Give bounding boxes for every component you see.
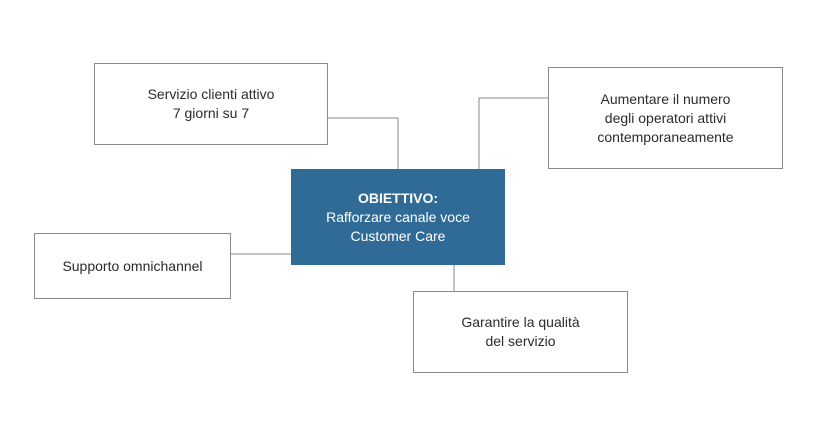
node-supporto-omnichannel-text: Supporto omnichannel	[62, 257, 203, 274]
central-objective-box: OBIETTIVO: Rafforzare canale voce Custom…	[291, 169, 505, 265]
node-aumentare-operatori: Aumentare il numero degli operatori atti…	[548, 67, 783, 169]
objective-text: Rafforzare canale voce Customer Care	[326, 208, 470, 244]
node-aumentare-operatori-text: Aumentare il numero degli operatori atti…	[597, 90, 734, 145]
node-servizio-clienti-text: Servizio clienti attivo 7 giorni su 7	[147, 86, 275, 121]
connector-servizio	[328, 117, 399, 169]
node-supporto-omnichannel: Supporto omnichannel	[34, 233, 231, 299]
node-garantire-qualita-text: Garantire la qualità del servizio	[461, 314, 580, 349]
node-servizio-clienti: Servizio clienti attivo 7 giorni su 7	[94, 63, 328, 145]
objective-title: OBIETTIVO:	[357, 189, 439, 206]
connector-aumentare	[478, 97, 548, 169]
node-garantire-qualita: Garantire la qualità del servizio	[413, 291, 628, 373]
